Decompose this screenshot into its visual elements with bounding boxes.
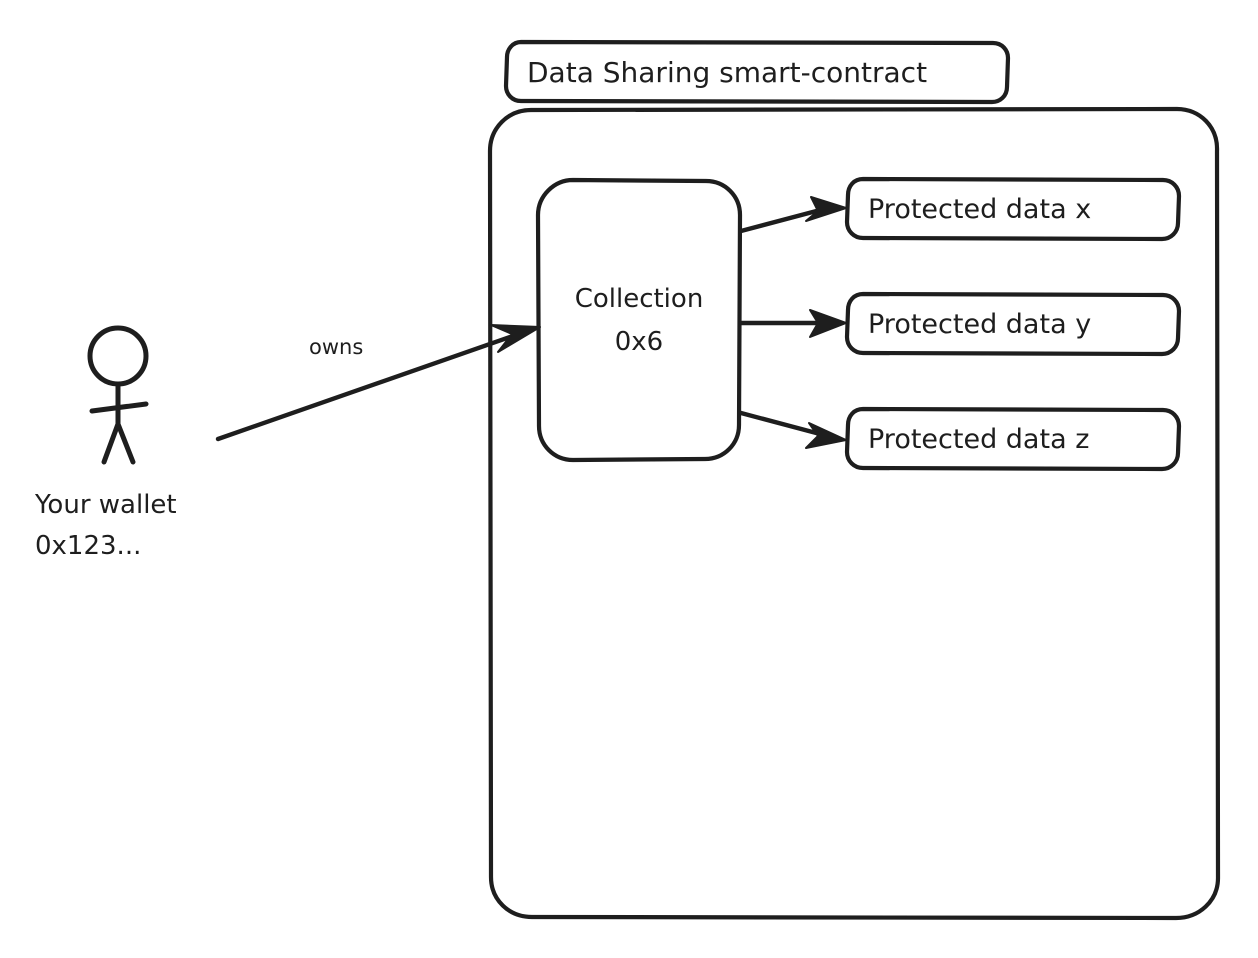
protected-data-z-node[interactable]: Protected data z (844, 406, 1182, 472)
edge-line-x (738, 206, 827, 234)
protected-data-y-label: Protected data y (868, 309, 1091, 340)
collection-box-outline (535, 177, 743, 463)
person-right-leg-icon (115, 421, 136, 465)
wallet-label-line1: Your wallet (34, 490, 177, 520)
wallet-actor[interactable]: Your wallet 0x123... (34, 325, 177, 561)
owns-arrowhead (490, 324, 541, 353)
edge-collection-to-data-x (738, 196, 847, 234)
protected-data-x-label: Protected data x (868, 194, 1091, 225)
edge-collection-to-data-y (738, 309, 847, 338)
contract-title-box[interactable]: Data Sharing smart-contract (503, 39, 1011, 105)
protected-data-y-outline (844, 291, 1182, 357)
arrowhead-z (805, 422, 847, 449)
person-left-leg-icon (101, 421, 121, 465)
protected-data-x-node[interactable]: Protected data x (844, 176, 1182, 242)
collection-label-line1: Collection (575, 284, 704, 314)
person-head-icon (87, 325, 149, 387)
contract-title-text: Data Sharing smart-contract (527, 56, 927, 89)
protected-data-y-node[interactable]: Protected data y (844, 291, 1182, 357)
edge-line-z (738, 410, 823, 437)
collection-node[interactable]: Collection 0x6 (535, 177, 743, 463)
owns-edge-label: owns (309, 335, 363, 359)
owns-edge-line (215, 327, 533, 442)
collection-label-line2: 0x6 (615, 327, 663, 357)
wallet-label-line2: 0x123... (35, 531, 141, 561)
protected-data-z-label: Protected data z (868, 424, 1089, 455)
arrowhead-y (809, 309, 847, 338)
arrowhead-x (805, 196, 847, 222)
person-arms-icon (89, 401, 149, 414)
protected-data-x-outline (844, 176, 1182, 242)
edge-wallet-owns-collection: owns (215, 324, 541, 442)
protected-data-z-outline (844, 406, 1182, 472)
edge-collection-to-data-z (738, 410, 847, 449)
title-pill-outline (503, 39, 1011, 105)
